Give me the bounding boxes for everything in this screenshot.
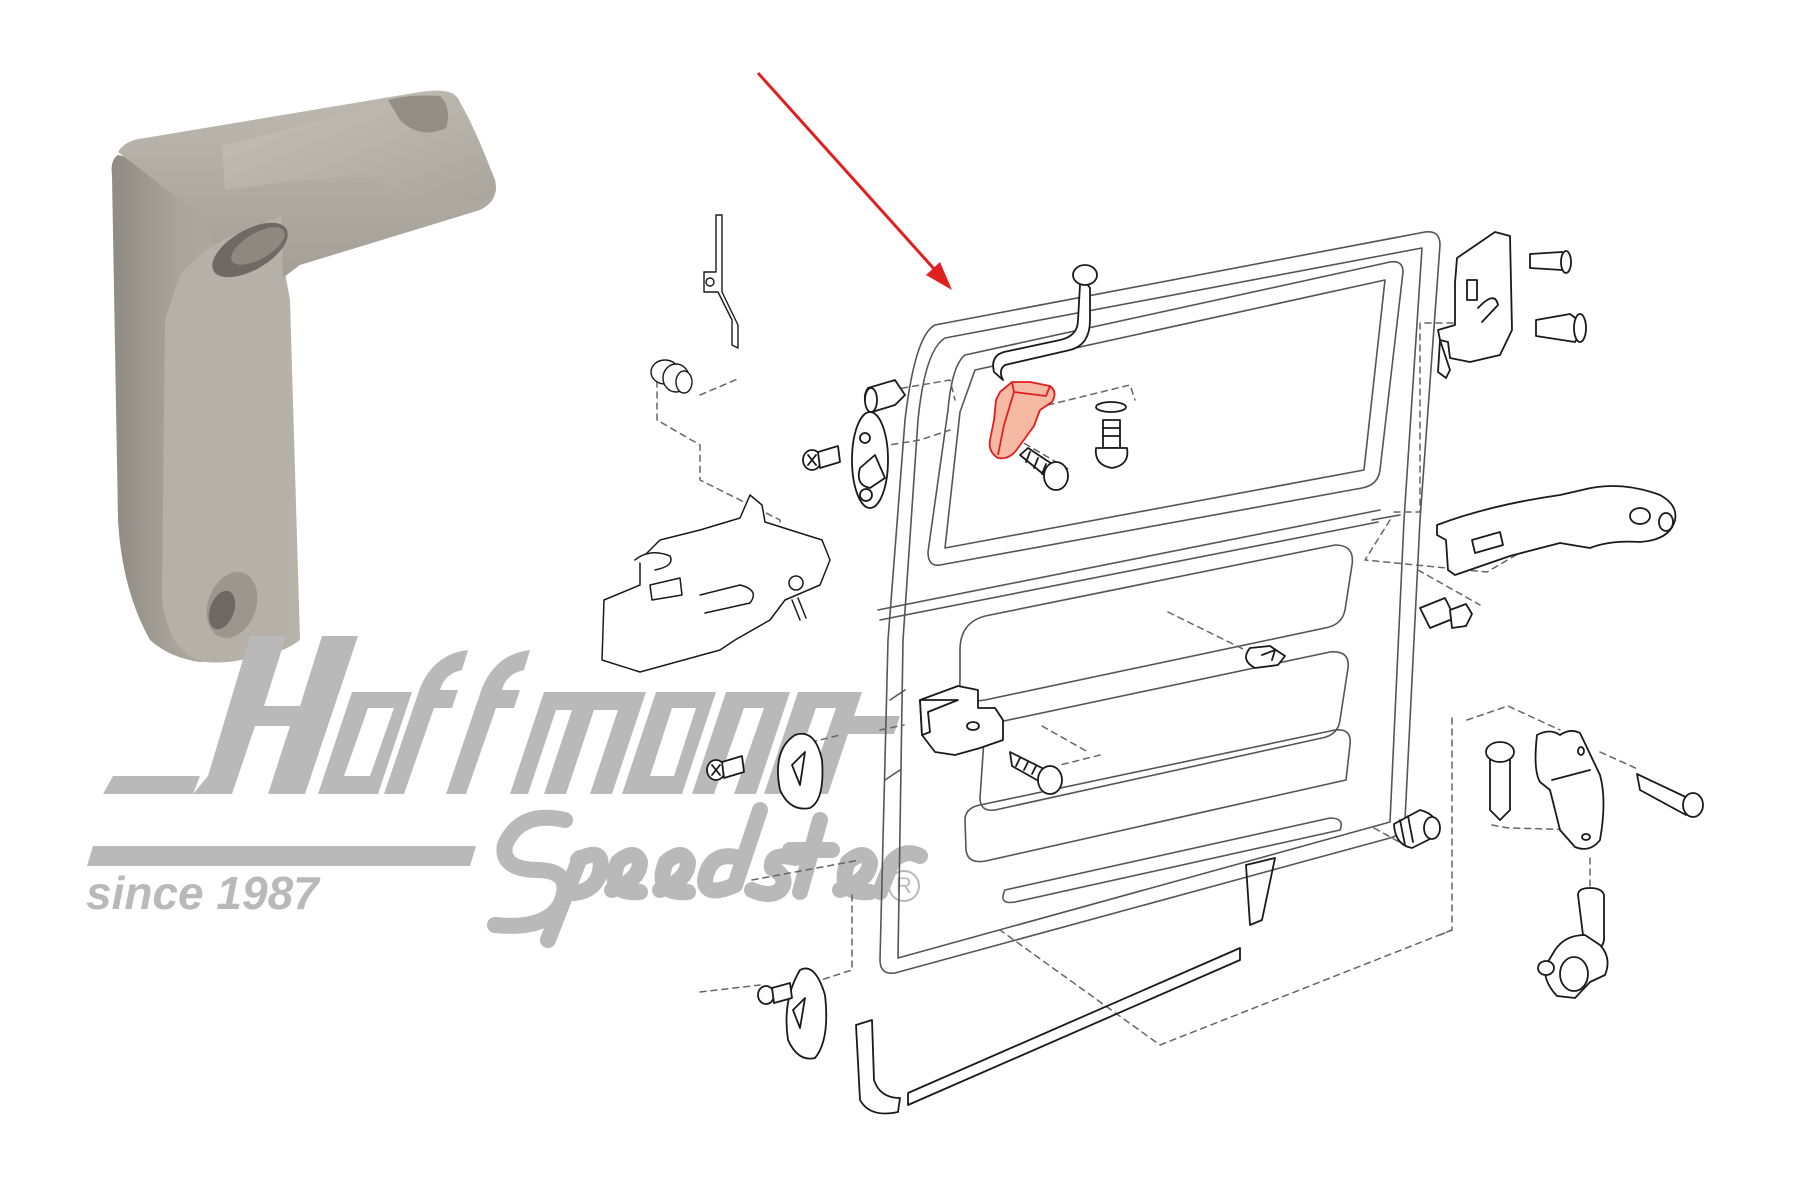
rubber-buffer-lower [1393, 809, 1441, 849]
sill-trim-strips [855, 857, 1276, 1115]
bracket-screw [1019, 447, 1069, 491]
stop-buffer [863, 379, 906, 413]
pointer-arrow [756, 71, 952, 290]
logo-lead-line [103, 776, 200, 794]
highlighted-bracket [988, 381, 1056, 460]
clip-bolt [1094, 401, 1129, 469]
window-frame-door-panel [877, 230, 1441, 975]
door-catch-block [919, 685, 1004, 756]
striker-screw-lower [757, 982, 793, 1005]
panel-clip [1245, 645, 1286, 669]
lower-bracket [1534, 730, 1605, 850]
striker-plate-lower [785, 967, 828, 1060]
center-roller-arm [1436, 485, 1677, 576]
striker-screw-middle [706, 755, 745, 781]
hinge-screws [1529, 250, 1587, 343]
upper-roller-hinge [1437, 231, 1513, 379]
center-arm-bolt [1419, 597, 1473, 629]
logo-bar [87, 846, 476, 866]
grommet [650, 359, 693, 394]
brand-since-text: since 1987 [86, 867, 319, 919]
striker-plate-middle [777, 732, 824, 810]
striker-screw-upper [802, 445, 841, 471]
striker-plate-upper [851, 411, 889, 509]
lower-bracket-screws [1485, 741, 1704, 821]
control-rod [703, 214, 739, 349]
upper-guide-rod [992, 264, 1098, 381]
lower-roller-arm [1537, 887, 1609, 999]
lock-mechanism [601, 494, 831, 673]
catch-screw [1009, 751, 1063, 795]
